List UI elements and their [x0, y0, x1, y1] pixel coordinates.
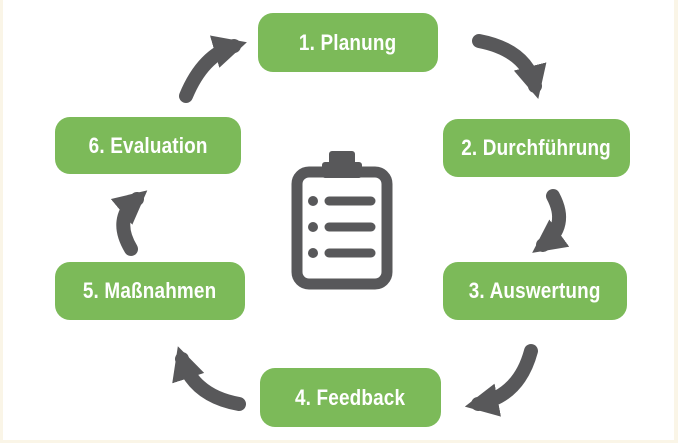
- step-box-4: 4. Feedback: [260, 368, 441, 427]
- step-label: 5. Maßnahmen: [83, 278, 217, 303]
- step-box-3: 3. Auswertung: [443, 262, 627, 320]
- clipboard-checklist-icon: [291, 151, 393, 290]
- step-box-6: 6. Evaluation: [55, 117, 241, 174]
- arrow-step2-to-step3-icon: [532, 189, 570, 253]
- slide-edge-left: [0, 0, 3, 443]
- arrow-step1-to-step2-icon: [472, 34, 547, 100]
- step-label: 4. Feedback: [295, 384, 406, 410]
- step-box-2: 2. Durchführung: [443, 119, 630, 177]
- step-box-1: 1. Planung: [258, 13, 438, 72]
- slide-edge-bottom: [0, 440, 678, 443]
- step-label: 2. Durchführung: [461, 135, 612, 160]
- step-label: 6. Evaluation: [88, 132, 208, 158]
- slide-edge-right: [674, 0, 678, 443]
- step-label: 1. Planung: [299, 29, 397, 55]
- arrow-step3-to-step4-icon: [464, 344, 538, 417]
- arrow-step6-to-step1-icon: [179, 35, 247, 103]
- arrow-step4-to-step5-icon: [172, 346, 246, 411]
- arrow-step5-to-step6-icon: [110, 190, 148, 256]
- step-box-5: 5. Maßnahmen: [55, 262, 245, 320]
- step-label: 3. Auswertung: [469, 278, 601, 303]
